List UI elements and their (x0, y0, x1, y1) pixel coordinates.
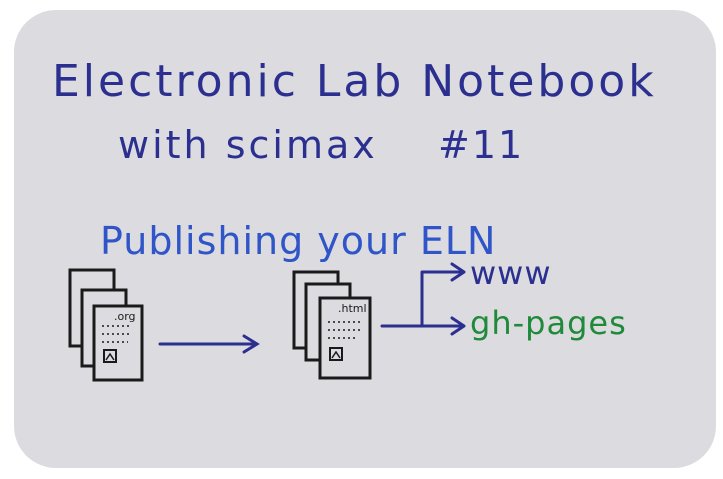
fork-upper-head-icon (450, 262, 466, 282)
source-document-stack (68, 268, 144, 382)
output-image-icon (329, 347, 343, 361)
output-image-mountain-icon (331, 350, 341, 359)
output-text-lines (328, 321, 360, 339)
fork-upper-branch (420, 270, 464, 328)
target-www: www (470, 254, 552, 292)
source-extension-label: .org (114, 310, 136, 323)
source-page-front (92, 304, 144, 382)
source-text-lines (102, 325, 132, 343)
fork-lower-head-icon (450, 316, 466, 336)
subtitle: Publishing your ELN (100, 219, 496, 263)
episode-number: #11 (438, 123, 524, 167)
output-document-stack (292, 270, 372, 380)
target-gh-pages: gh-pages (470, 304, 627, 342)
output-extension-label: .html (338, 302, 367, 315)
source-image-mountain-icon (105, 352, 115, 361)
convert-arrow (158, 334, 260, 354)
title-line1: Electronic Lab Notebook (52, 56, 657, 107)
title-line2: with scimax (118, 123, 378, 167)
publish-fork-arrow (380, 262, 466, 336)
convert-arrow-head-icon (242, 334, 260, 354)
board-background (14, 10, 716, 468)
source-image-icon (103, 349, 117, 363)
